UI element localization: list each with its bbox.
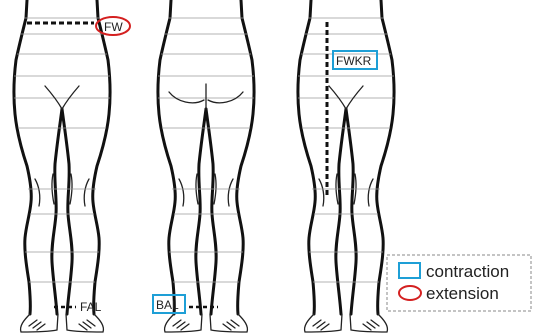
- back-view-figure: [158, 0, 254, 332]
- front-knee-view-figure: [298, 0, 394, 332]
- fal-label: FAL: [80, 300, 102, 314]
- bal-label: BAL: [156, 298, 179, 312]
- fwkr-label: FWKR: [336, 54, 372, 68]
- legend-extension-label: extension: [426, 284, 499, 303]
- legend: contraction extension: [387, 255, 531, 311]
- fw-label: FW: [104, 20, 123, 34]
- front-view-figure: [14, 0, 110, 332]
- legend-contraction-label: contraction: [426, 262, 509, 281]
